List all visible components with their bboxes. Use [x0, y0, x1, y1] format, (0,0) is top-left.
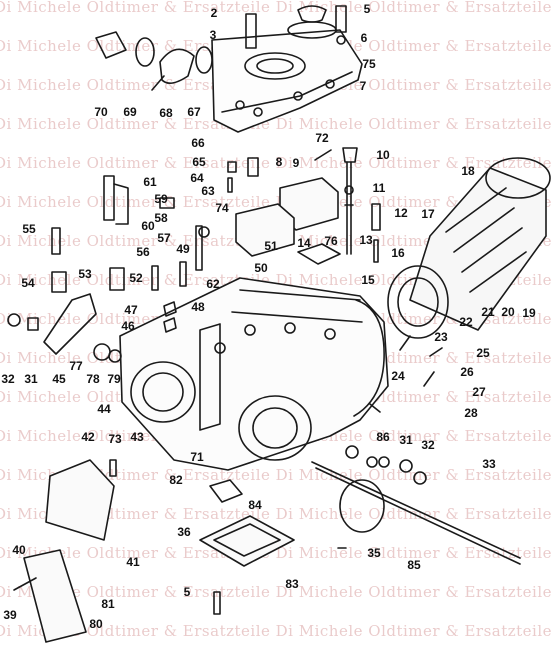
- part-number-label: 42: [81, 430, 95, 444]
- float-assembly: [235, 177, 341, 265]
- part-number-label: 84: [248, 498, 262, 512]
- part-number-label: 31: [399, 433, 413, 447]
- part-number-label: 86: [376, 430, 390, 444]
- part-number-label: 5: [183, 585, 191, 599]
- part-number-label: 13: [359, 233, 373, 247]
- part-number-label: 58: [154, 211, 168, 225]
- part-number-label: 76: [324, 234, 338, 248]
- part-number-label: 28: [464, 406, 478, 420]
- lower-parts: [13, 459, 347, 643]
- part-number-label: 53: [78, 267, 92, 281]
- part-number-label: 72: [315, 131, 329, 145]
- part-number-label: 79: [107, 372, 121, 386]
- part-number-label: 15: [361, 273, 375, 287]
- part-number-label: 49: [176, 242, 190, 256]
- part-number-label: 45: [52, 372, 66, 386]
- part-number-label: 68: [159, 106, 173, 120]
- part-number-label: 11: [372, 181, 386, 195]
- part-number-label: 47: [124, 303, 138, 317]
- part-number-label: 21: [481, 305, 495, 319]
- part-number-label: 74: [215, 201, 229, 215]
- part-number-label: 14: [297, 236, 311, 250]
- part-number-label: 24: [391, 369, 405, 383]
- part-number-label: 59: [154, 192, 168, 206]
- part-number-label: 16: [391, 246, 405, 260]
- part-number-label: 17: [421, 207, 435, 221]
- top-cover: [211, 29, 363, 133]
- part-number-label: 12: [394, 206, 408, 220]
- part-number-label: 39: [3, 608, 17, 622]
- part-number-label: 20: [501, 305, 515, 319]
- part-number-label: 63: [201, 184, 215, 198]
- part-number-label: 31: [24, 372, 38, 386]
- part-number-label: 82: [169, 473, 183, 487]
- part-number-label: 78: [86, 372, 100, 386]
- part-number-label: 8: [275, 155, 283, 169]
- part-number-label: 67: [187, 105, 201, 119]
- part-number-label: 23: [434, 330, 448, 344]
- part-number-label: 75: [362, 57, 376, 71]
- part-number-label: 6: [360, 31, 368, 45]
- part-number-label: 26: [460, 365, 474, 379]
- part-number-label: 50: [254, 261, 268, 275]
- part-number-label: 52: [129, 271, 143, 285]
- upper-hardware: [227, 147, 381, 263]
- part-number-label: 32: [421, 438, 435, 452]
- part-number-label: 85: [407, 558, 421, 572]
- part-number-label: 44: [97, 402, 111, 416]
- part-number-label: 62: [206, 277, 220, 291]
- part-number-label: 83: [285, 577, 299, 591]
- part-number-label: 36: [177, 525, 191, 539]
- part-number-label: 65: [192, 155, 206, 169]
- part-number-label: 27: [472, 385, 486, 399]
- part-number-label: 46: [121, 319, 135, 333]
- part-number-label: 54: [21, 276, 35, 290]
- part-number-label: 19: [522, 306, 536, 320]
- part-number-label: 56: [136, 245, 150, 259]
- part-number-label: 22: [459, 315, 473, 329]
- part-number-label: 73: [108, 432, 122, 446]
- part-number-label: 9: [292, 156, 300, 170]
- part-number-label: 55: [22, 222, 36, 236]
- part-number-label: 35: [367, 546, 381, 560]
- part-number-label: 77: [69, 359, 83, 373]
- part-number-label: 66: [191, 136, 205, 150]
- carburetor-body: [119, 277, 389, 471]
- part-number-label: 48: [191, 300, 205, 314]
- part-number-label: 57: [157, 231, 171, 245]
- part-number-label: 40: [12, 543, 26, 557]
- part-number-label: 10: [376, 148, 390, 162]
- part-number-label: 2: [210, 6, 218, 20]
- part-number-label: 3: [209, 28, 217, 42]
- throttle-shaft: [311, 335, 521, 565]
- part-number-label: 71: [190, 450, 204, 464]
- part-number-label: 61: [143, 175, 157, 189]
- part-number-label: 18: [461, 164, 475, 178]
- part-number-label: 64: [190, 171, 204, 185]
- part-number-label: 7: [359, 79, 367, 93]
- part-number-label: 70: [94, 105, 108, 119]
- part-number-label: 33: [482, 457, 496, 471]
- part-number-label: 32: [1, 372, 15, 386]
- part-number-label: 51: [264, 239, 278, 253]
- air-horn: [387, 157, 551, 339]
- top-small-parts: [95, 5, 347, 91]
- throttle-linkage: [7, 293, 122, 363]
- part-number-label: 69: [123, 105, 137, 119]
- part-number-label: 5: [363, 2, 371, 16]
- part-number-label: 60: [141, 219, 155, 233]
- part-number-label: 81: [101, 597, 115, 611]
- left-jets: [51, 175, 210, 333]
- part-number-label: 43: [130, 430, 144, 444]
- part-number-label: 25: [476, 346, 490, 360]
- part-number-label: 41: [126, 555, 140, 569]
- part-number-label: 80: [89, 617, 103, 631]
